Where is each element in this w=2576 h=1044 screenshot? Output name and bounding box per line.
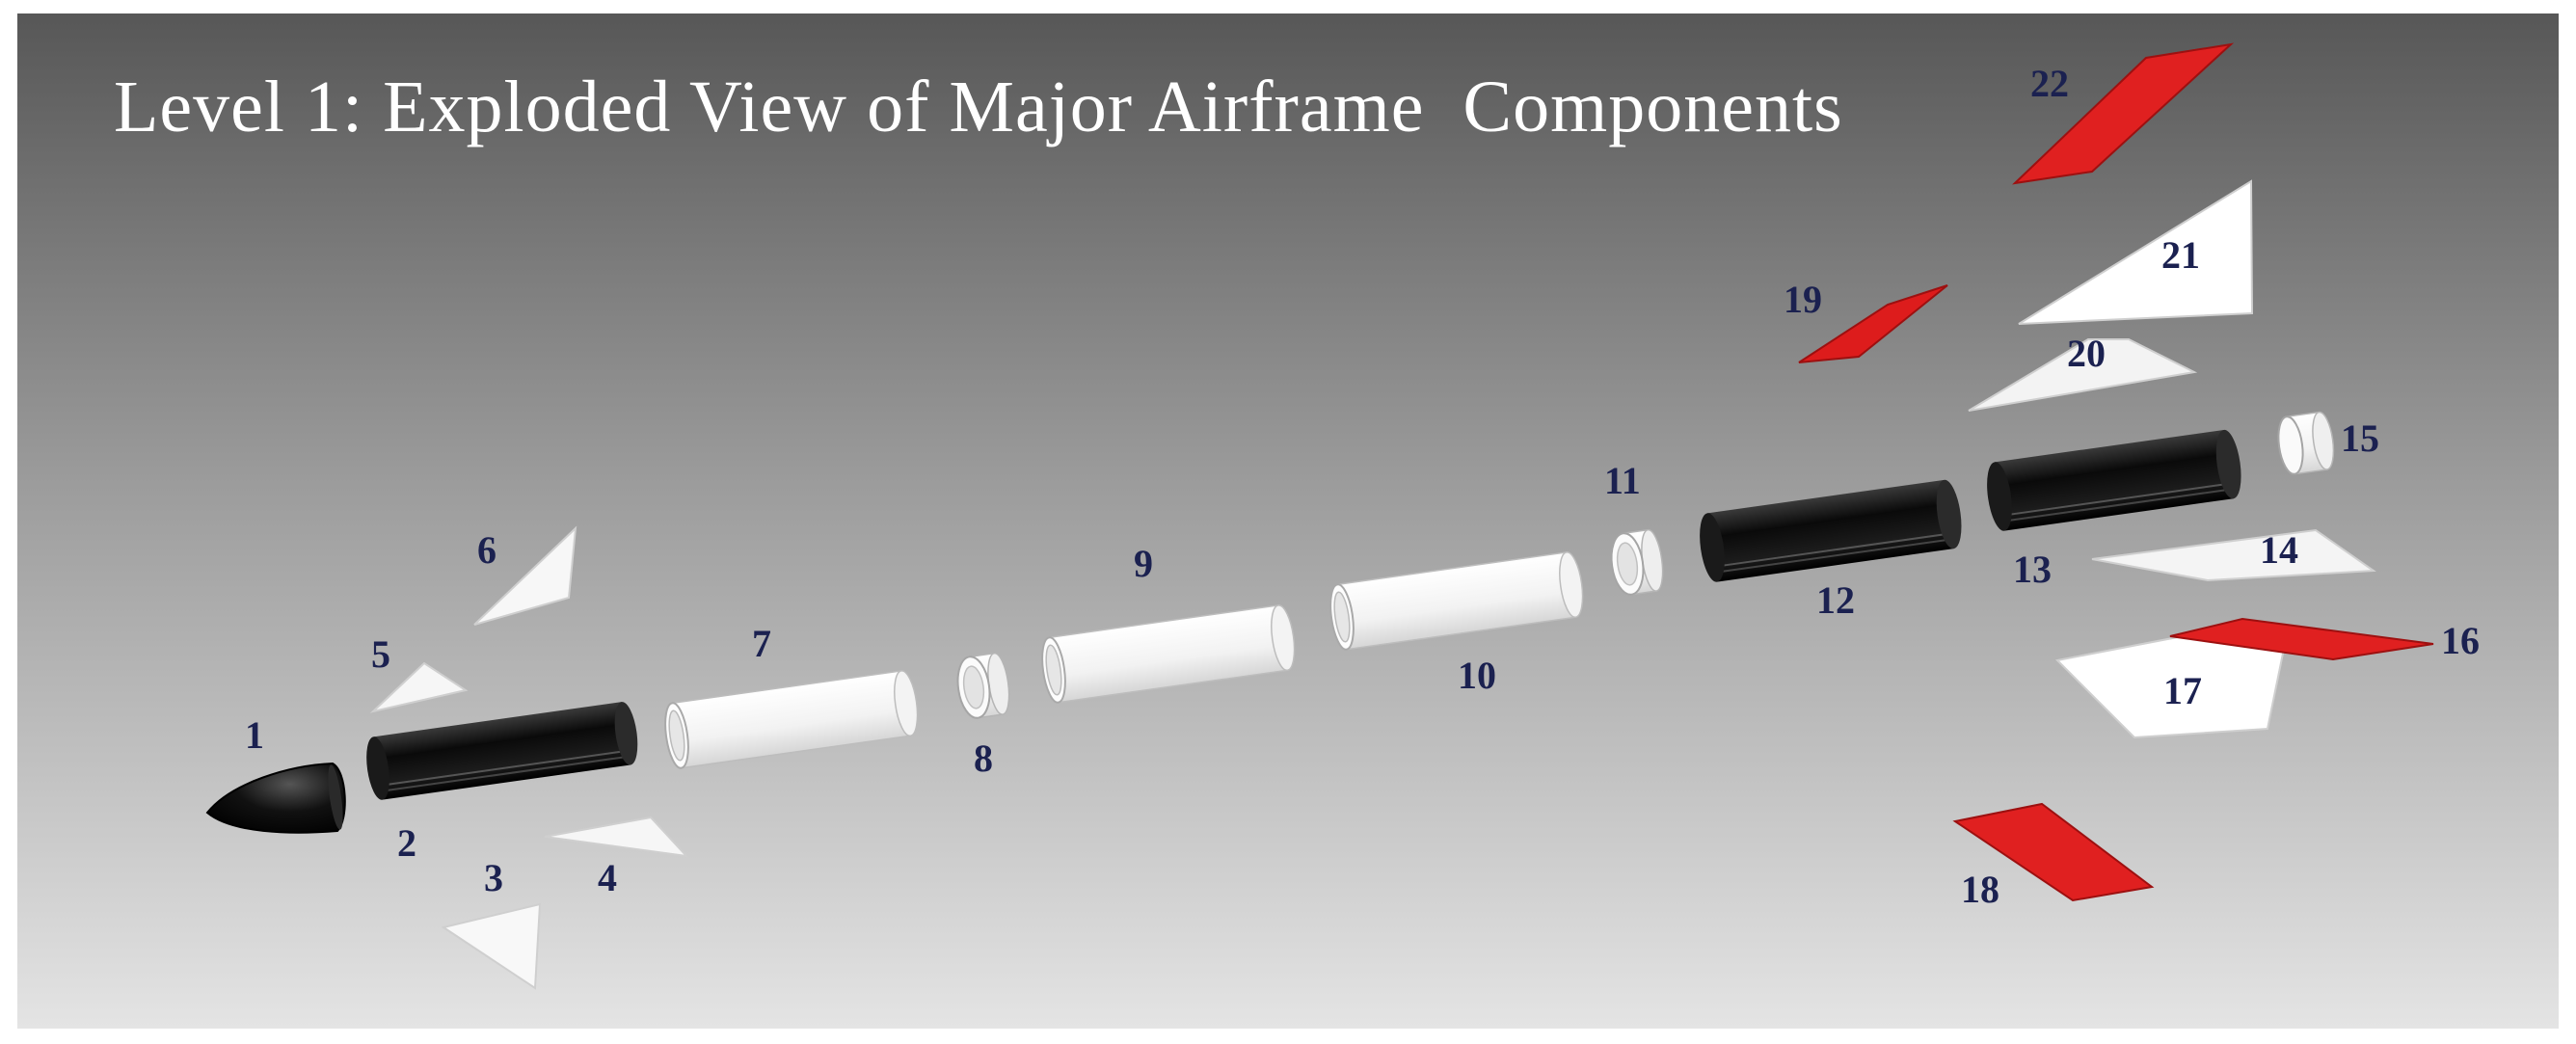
component-11-coupler-ring [1610,528,1664,596]
component-2-black-body-tube [366,702,638,800]
component-14-fin [2091,528,2376,582]
label-14: 14 [2260,528,2298,572]
label-10: 10 [1458,654,1496,697]
component-21-fin [2018,179,2254,325]
component-15-end-cap [2277,411,2335,475]
diagram-title: Level 1: Exploded View of Major Airframe… [114,67,1843,147]
label-5: 5 [371,632,390,676]
label-17: 17 [2163,669,2202,712]
component-22-fin-cover [2012,42,2235,185]
label-2: 2 [397,821,416,865]
label-19: 19 [1784,278,1822,321]
label-4: 4 [598,856,617,899]
component-13-black-body-tube [1987,429,2241,531]
label-1: 1 [245,713,264,757]
background-panel [17,13,2559,1029]
component-8-coupler-ring [956,652,1010,719]
label-21: 21 [2161,233,2200,277]
label-9: 9 [1134,542,1153,585]
label-22: 22 [2030,62,2069,105]
component-7-white-body-tube [664,670,919,769]
label-3: 3 [484,856,503,899]
component-19-fin-cover [1798,284,1948,363]
component-20-fin [1968,338,2198,412]
label-11: 11 [1604,459,1641,502]
label-8: 8 [974,736,993,780]
component-10-white-body-tube [1329,551,1584,651]
component-6-fin [473,525,577,626]
label-12: 12 [1816,578,1855,622]
label-20: 20 [2067,332,2106,375]
component-16-fin-cover [2169,617,2434,661]
component-1-nose-cone [205,762,346,834]
component-5-fin [369,661,469,713]
component-4-fin [544,816,689,858]
label-13: 13 [2013,548,2052,591]
label-16: 16 [2441,619,2480,662]
component-9-white-body-tube [1041,604,1296,704]
label-15: 15 [2341,416,2379,460]
label-6: 6 [477,528,496,572]
component-12-black-body-tube [1700,479,1962,582]
component-3-fin [441,902,542,990]
label-18: 18 [1961,868,1999,911]
component-18-fin-cover [1952,802,2155,902]
label-7: 7 [752,622,771,665]
